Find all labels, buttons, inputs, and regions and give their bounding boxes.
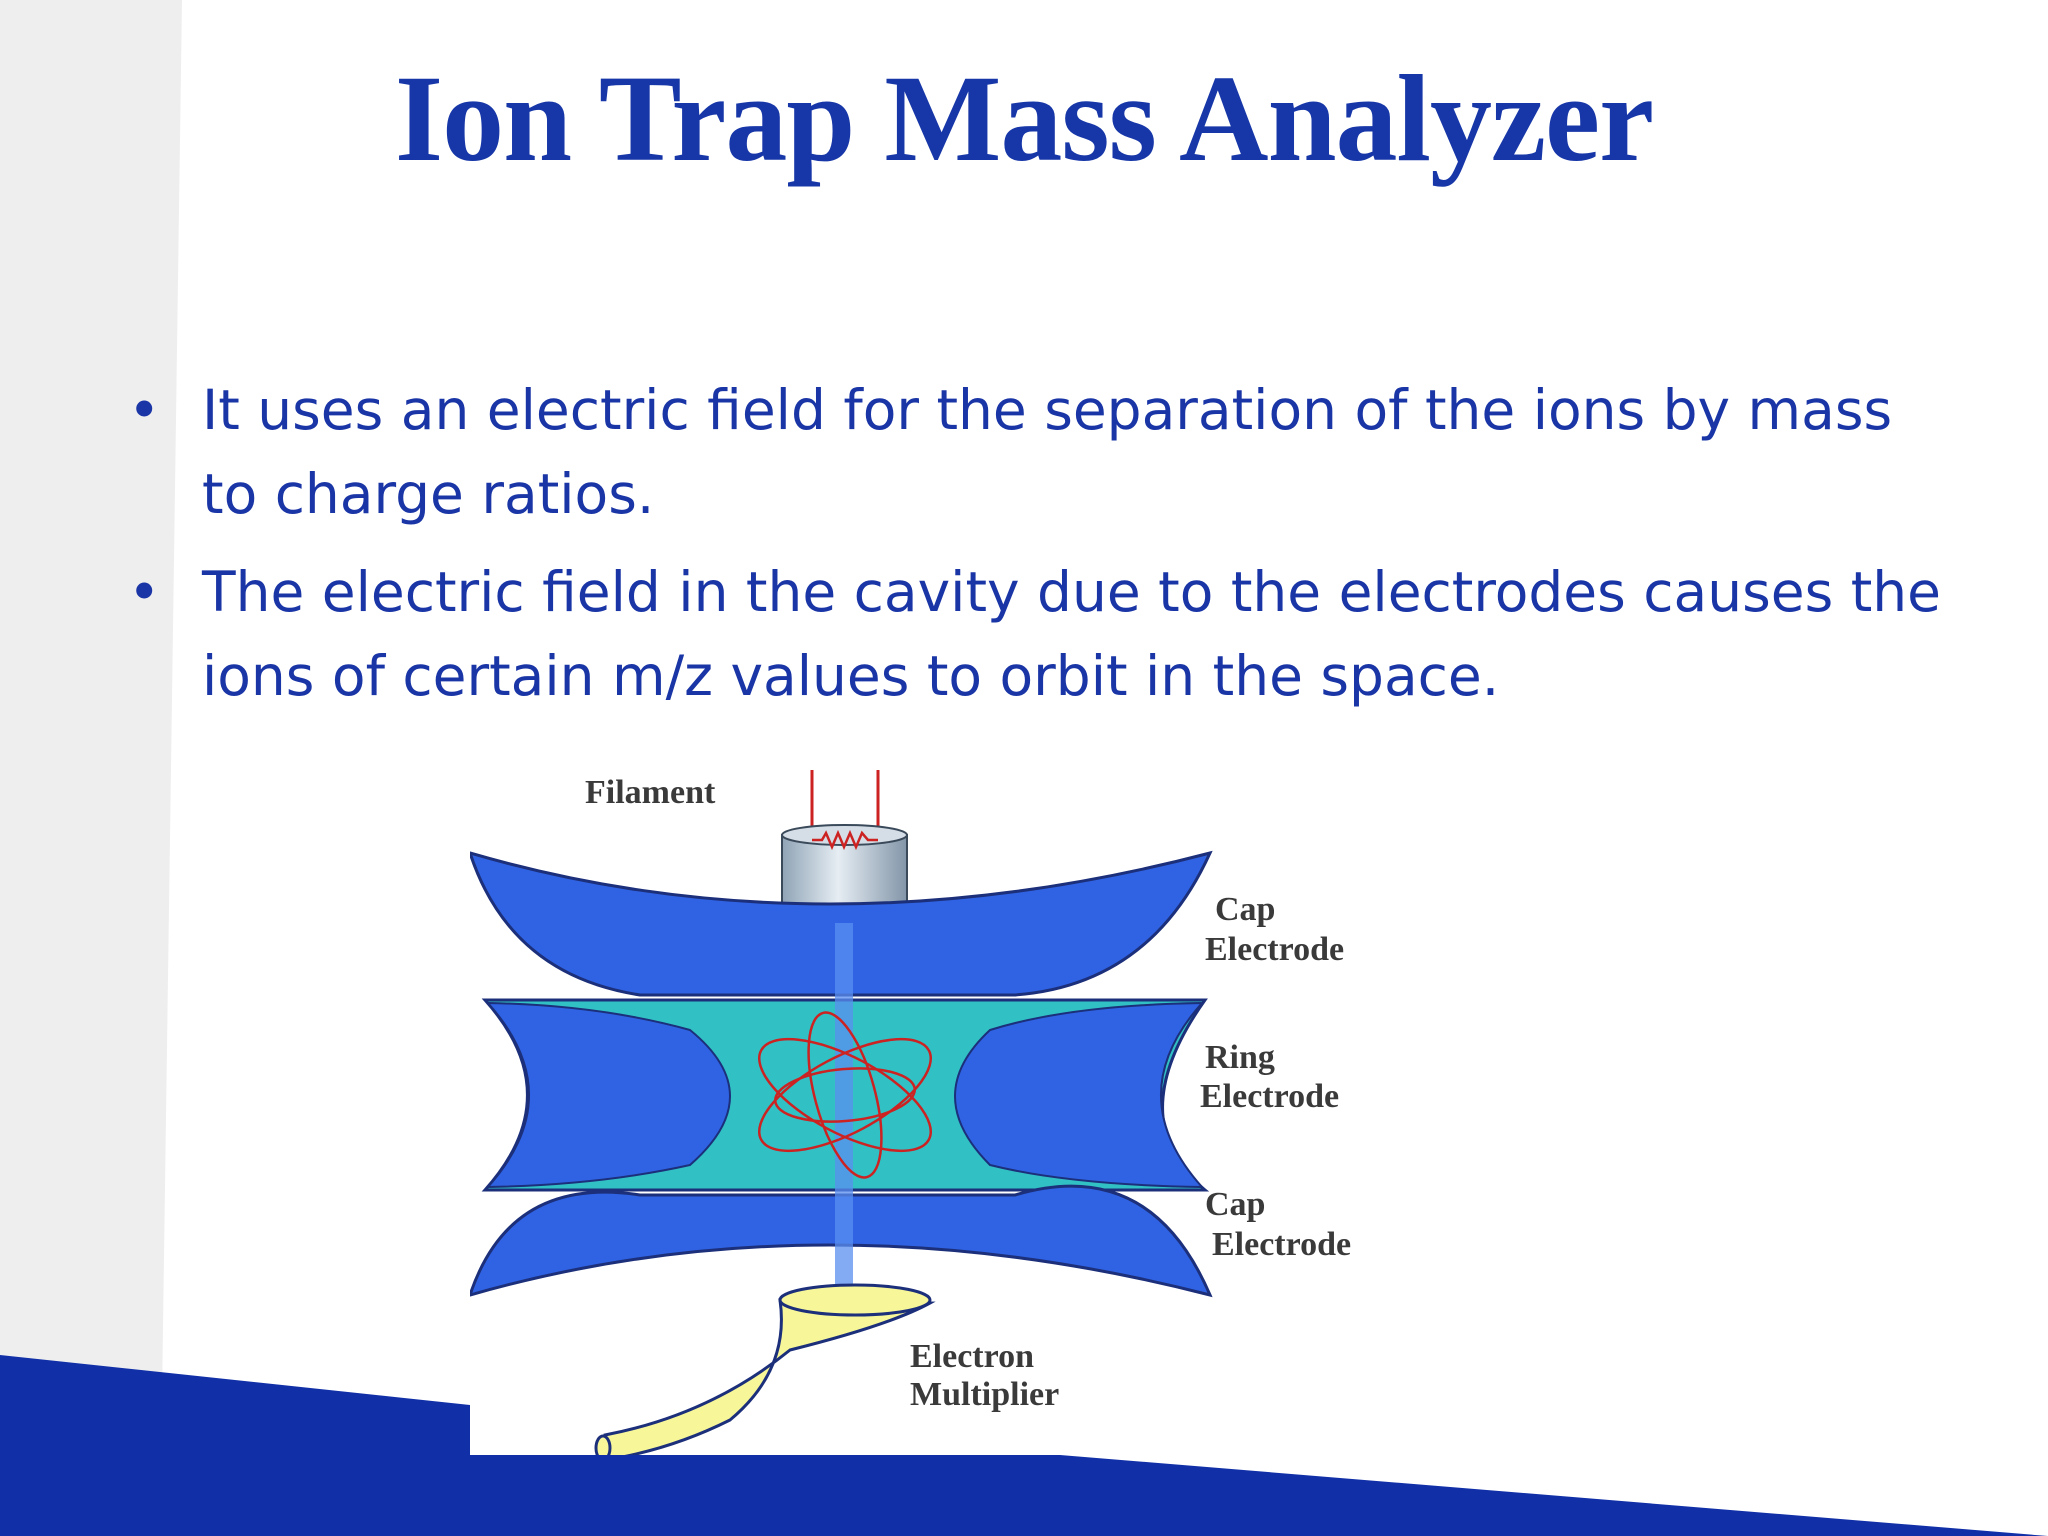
filament-label: Filament: [585, 774, 716, 811]
bullet-list: • It uses an electric field for the sepa…: [120, 368, 1950, 732]
cap-electrode-top-label: Cap: [1215, 891, 1275, 928]
bullet-marker: •: [128, 378, 161, 442]
cap-electrode-bottom-label: Electrode: [1212, 1226, 1351, 1263]
bullet-text: It uses an electric field for the separa…: [202, 378, 1893, 526]
bullet-marker: •: [128, 560, 161, 624]
side-panel: [0, 0, 182, 1536]
electron-multiplier-label: Electron: [910, 1338, 1034, 1375]
cap-electrode-top-label: Electrode: [1205, 931, 1344, 968]
electron-multiplier: [594, 1283, 936, 1455]
ion-trap-diagram: Filament Cap Electrode Ring Electrode Ca…: [470, 770, 1351, 1455]
electron-multiplier-label: Multiplier: [910, 1376, 1059, 1413]
footer-band: [0, 1355, 2048, 1536]
ring-electrode: [481, 998, 1210, 1192]
ring-electrode-label: Ring: [1205, 1039, 1275, 1076]
ion-orbits: [757, 1011, 933, 1179]
cap-electrode-bottom-label: Cap: [1205, 1186, 1265, 1223]
ring-electrode-label: Electrode: [1200, 1078, 1339, 1115]
slide-title: Ion Trap Mass Analyzer: [394, 50, 1654, 187]
bullet-item: • The electric field in the cavity due t…: [120, 550, 1950, 718]
bullet-item: • It uses an electric field for the sepa…: [120, 368, 1950, 536]
bullet-text: The electric field in the cavity due to …: [202, 560, 1941, 708]
